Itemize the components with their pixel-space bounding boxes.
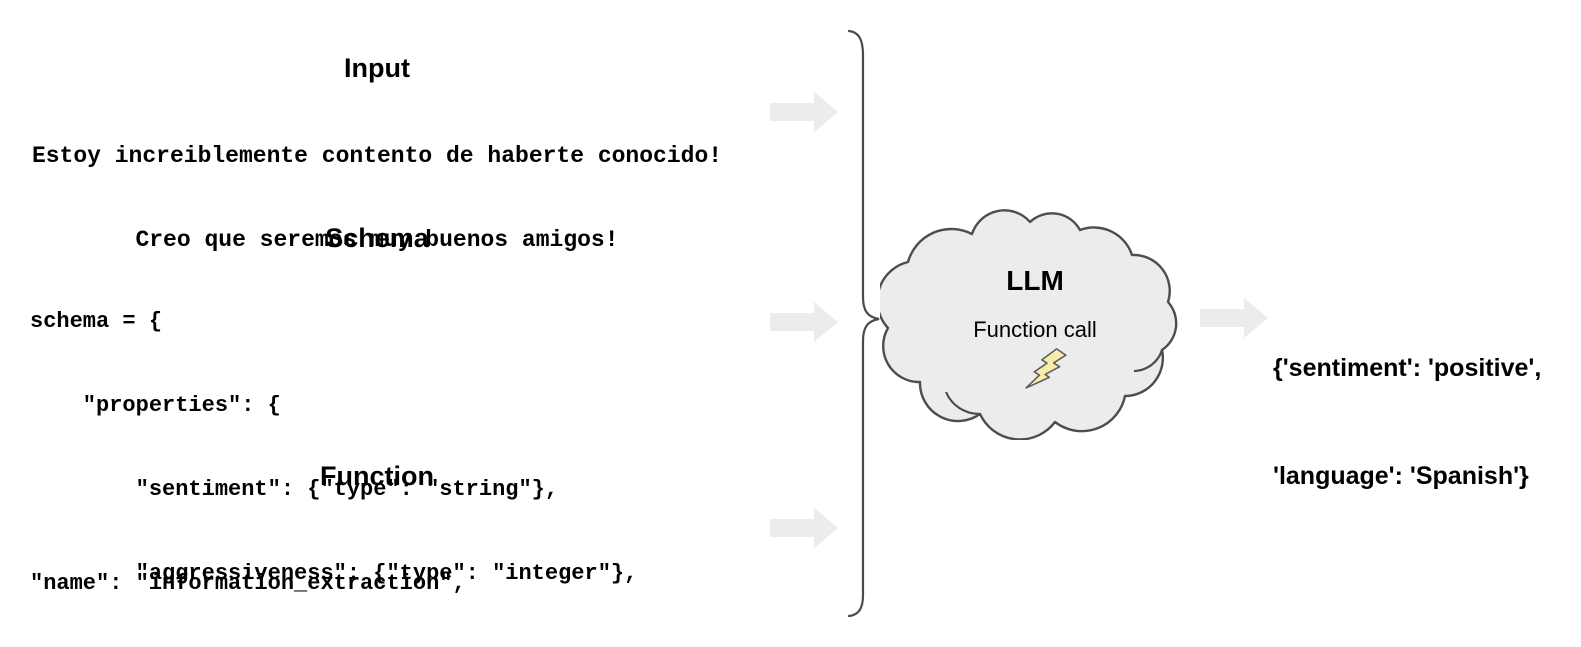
function-call-label: Function call	[973, 317, 1097, 342]
lightning-bolt-icon	[1025, 348, 1067, 389]
input-text-block: Estoy increiblemente contento de haberte…	[20, 86, 734, 310]
llm-label: LLM	[1006, 265, 1064, 296]
input-text-line: Creo que seremos muy buenos amigos!	[135, 227, 619, 253]
function-arrow-icon	[770, 508, 838, 548]
schema-code-line: schema = {	[30, 309, 163, 334]
function-section-title: Function	[320, 461, 434, 491]
output-result-text: {'sentiment': 'positive', 'language': 'S…	[1273, 278, 1541, 566]
cloud-accent-arc	[944, 391, 981, 416]
function-code-block: "name": "information_extraction", "descr…	[30, 489, 769, 647]
schema-code-line: "properties": {	[30, 393, 281, 418]
function-code-line: "name": "information_extraction",	[30, 571, 466, 596]
input-arrow-icon	[770, 92, 838, 132]
output-arrow-icon	[1200, 298, 1268, 338]
schema-arrow-icon	[770, 302, 838, 342]
input-text-line: Estoy increiblemente contento de haberte…	[31, 143, 723, 169]
schema-section-title: Schema	[325, 223, 429, 253]
schema-code-line: "aggressiveness": {"type": "integer"},	[30, 561, 638, 586]
schema-code-line: "sentiment": {"type": "string"},	[30, 477, 559, 502]
output-result-line: 'language': 'Spanish'}	[1273, 462, 1529, 490]
input-section-title: Input	[344, 53, 410, 83]
cloud-accent-arc	[1133, 349, 1164, 373]
schema-code-line: "language": {"type": "string"},	[30, 644, 637, 647]
schema-code-block: schema = { "properties": { "sentiment": …	[30, 252, 637, 647]
llm-cloud	[880, 209, 1178, 440]
grouping-brace	[847, 29, 880, 618]
output-result-line: {'sentiment': 'positive',	[1273, 354, 1542, 382]
